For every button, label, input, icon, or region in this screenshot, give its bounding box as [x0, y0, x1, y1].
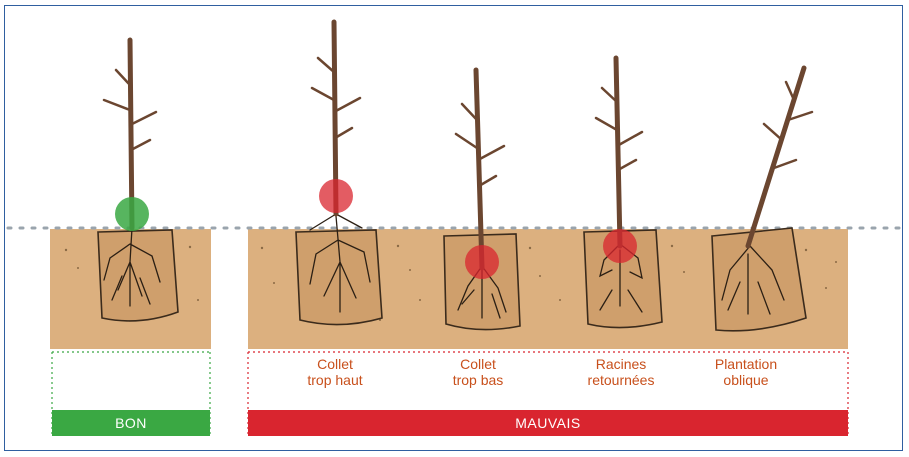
caption-roots-turned: Racines retournées — [561, 356, 681, 388]
collar-marker-good — [115, 197, 149, 231]
hole-oblique — [712, 228, 806, 331]
caption-collar-low-line2: trop bas — [418, 372, 538, 388]
bad-label-bar: MAUVAIS — [248, 410, 848, 436]
caption-collar-high-line1: Collet — [275, 356, 395, 372]
caption-roots-turned-line2: retournées — [561, 372, 681, 388]
good-label-bar: BON — [52, 410, 210, 436]
hole-good — [98, 230, 178, 321]
caption-collar-low: Collet trop bas — [418, 356, 538, 388]
caption-collar-low-line1: Collet — [418, 356, 538, 372]
caption-roots-turned-line1: Racines — [561, 356, 681, 372]
caption-oblique-line1: Plantation — [686, 356, 806, 372]
tree-oblique — [748, 68, 812, 246]
caption-collar-high: Collet trop haut — [275, 356, 395, 388]
caption-collar-high-line2: trop haut — [275, 372, 395, 388]
caption-oblique: Plantation oblique — [686, 356, 806, 388]
collar-marker-high — [319, 179, 353, 213]
tree-roots-turned — [596, 58, 642, 246]
collar-marker-low — [465, 245, 499, 279]
collar-marker-turned — [603, 229, 637, 263]
caption-oblique-line2: oblique — [686, 372, 806, 388]
